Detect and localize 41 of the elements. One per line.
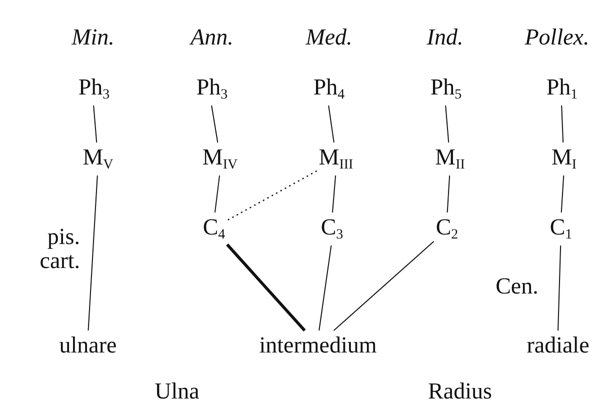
bone-label: Ph$_{1}$ [544, 72, 580, 106]
connector-line [445, 105, 450, 143]
bone-label: Ph$_{3}$ [76, 72, 112, 106]
connector-line [214, 175, 220, 213]
bone-label: M$_{IV}$ [200, 142, 240, 176]
bone-label: Ph$_{3}$ [194, 72, 230, 106]
column-heading: Min. [70, 24, 116, 52]
connector-line [446, 175, 450, 213]
annotation-label: pis. cart. [38, 222, 81, 275]
connector-line [558, 245, 562, 331]
bone-label: M$_{V}$ [80, 142, 116, 176]
connector-line [226, 244, 306, 332]
bone-label: M$_{II}$ [433, 142, 467, 176]
bone-label: ulnare [57, 330, 119, 360]
bone-label: C$_{3}$ [318, 212, 346, 246]
column-heading: Pollex. [524, 24, 590, 52]
column-heading: Ind. [426, 24, 464, 52]
connector-line [332, 175, 336, 213]
connector-line [88, 175, 98, 331]
connector-line [318, 245, 332, 331]
connector-line [328, 105, 334, 143]
bone-label: C$_{1}$ [548, 212, 574, 246]
annotation-label: Radius [427, 378, 493, 405]
bone-label: radiale [524, 330, 592, 360]
dotted-connector [226, 170, 318, 221]
connector-line [211, 105, 218, 143]
bone-label: intermedium [257, 330, 379, 360]
connector-line [93, 105, 98, 143]
bone-label: Ph$_{5}$ [428, 72, 464, 106]
connector-line [560, 175, 564, 213]
bone-label: Ph$_{4}$ [311, 72, 347, 106]
bone-label: M$_{III}$ [316, 142, 356, 176]
annotation-label: Ulna [154, 378, 200, 405]
bone-label: C$_{4}$ [200, 212, 228, 246]
bone-label: C$_{2}$ [434, 212, 460, 246]
column-heading: Med. [304, 24, 354, 52]
column-heading: Ann. [188, 24, 234, 52]
bone-label: M$_{I}$ [549, 142, 579, 176]
connector-line [561, 105, 564, 143]
connector-line [333, 240, 434, 331]
annotation-label: Cen. [494, 272, 540, 300]
